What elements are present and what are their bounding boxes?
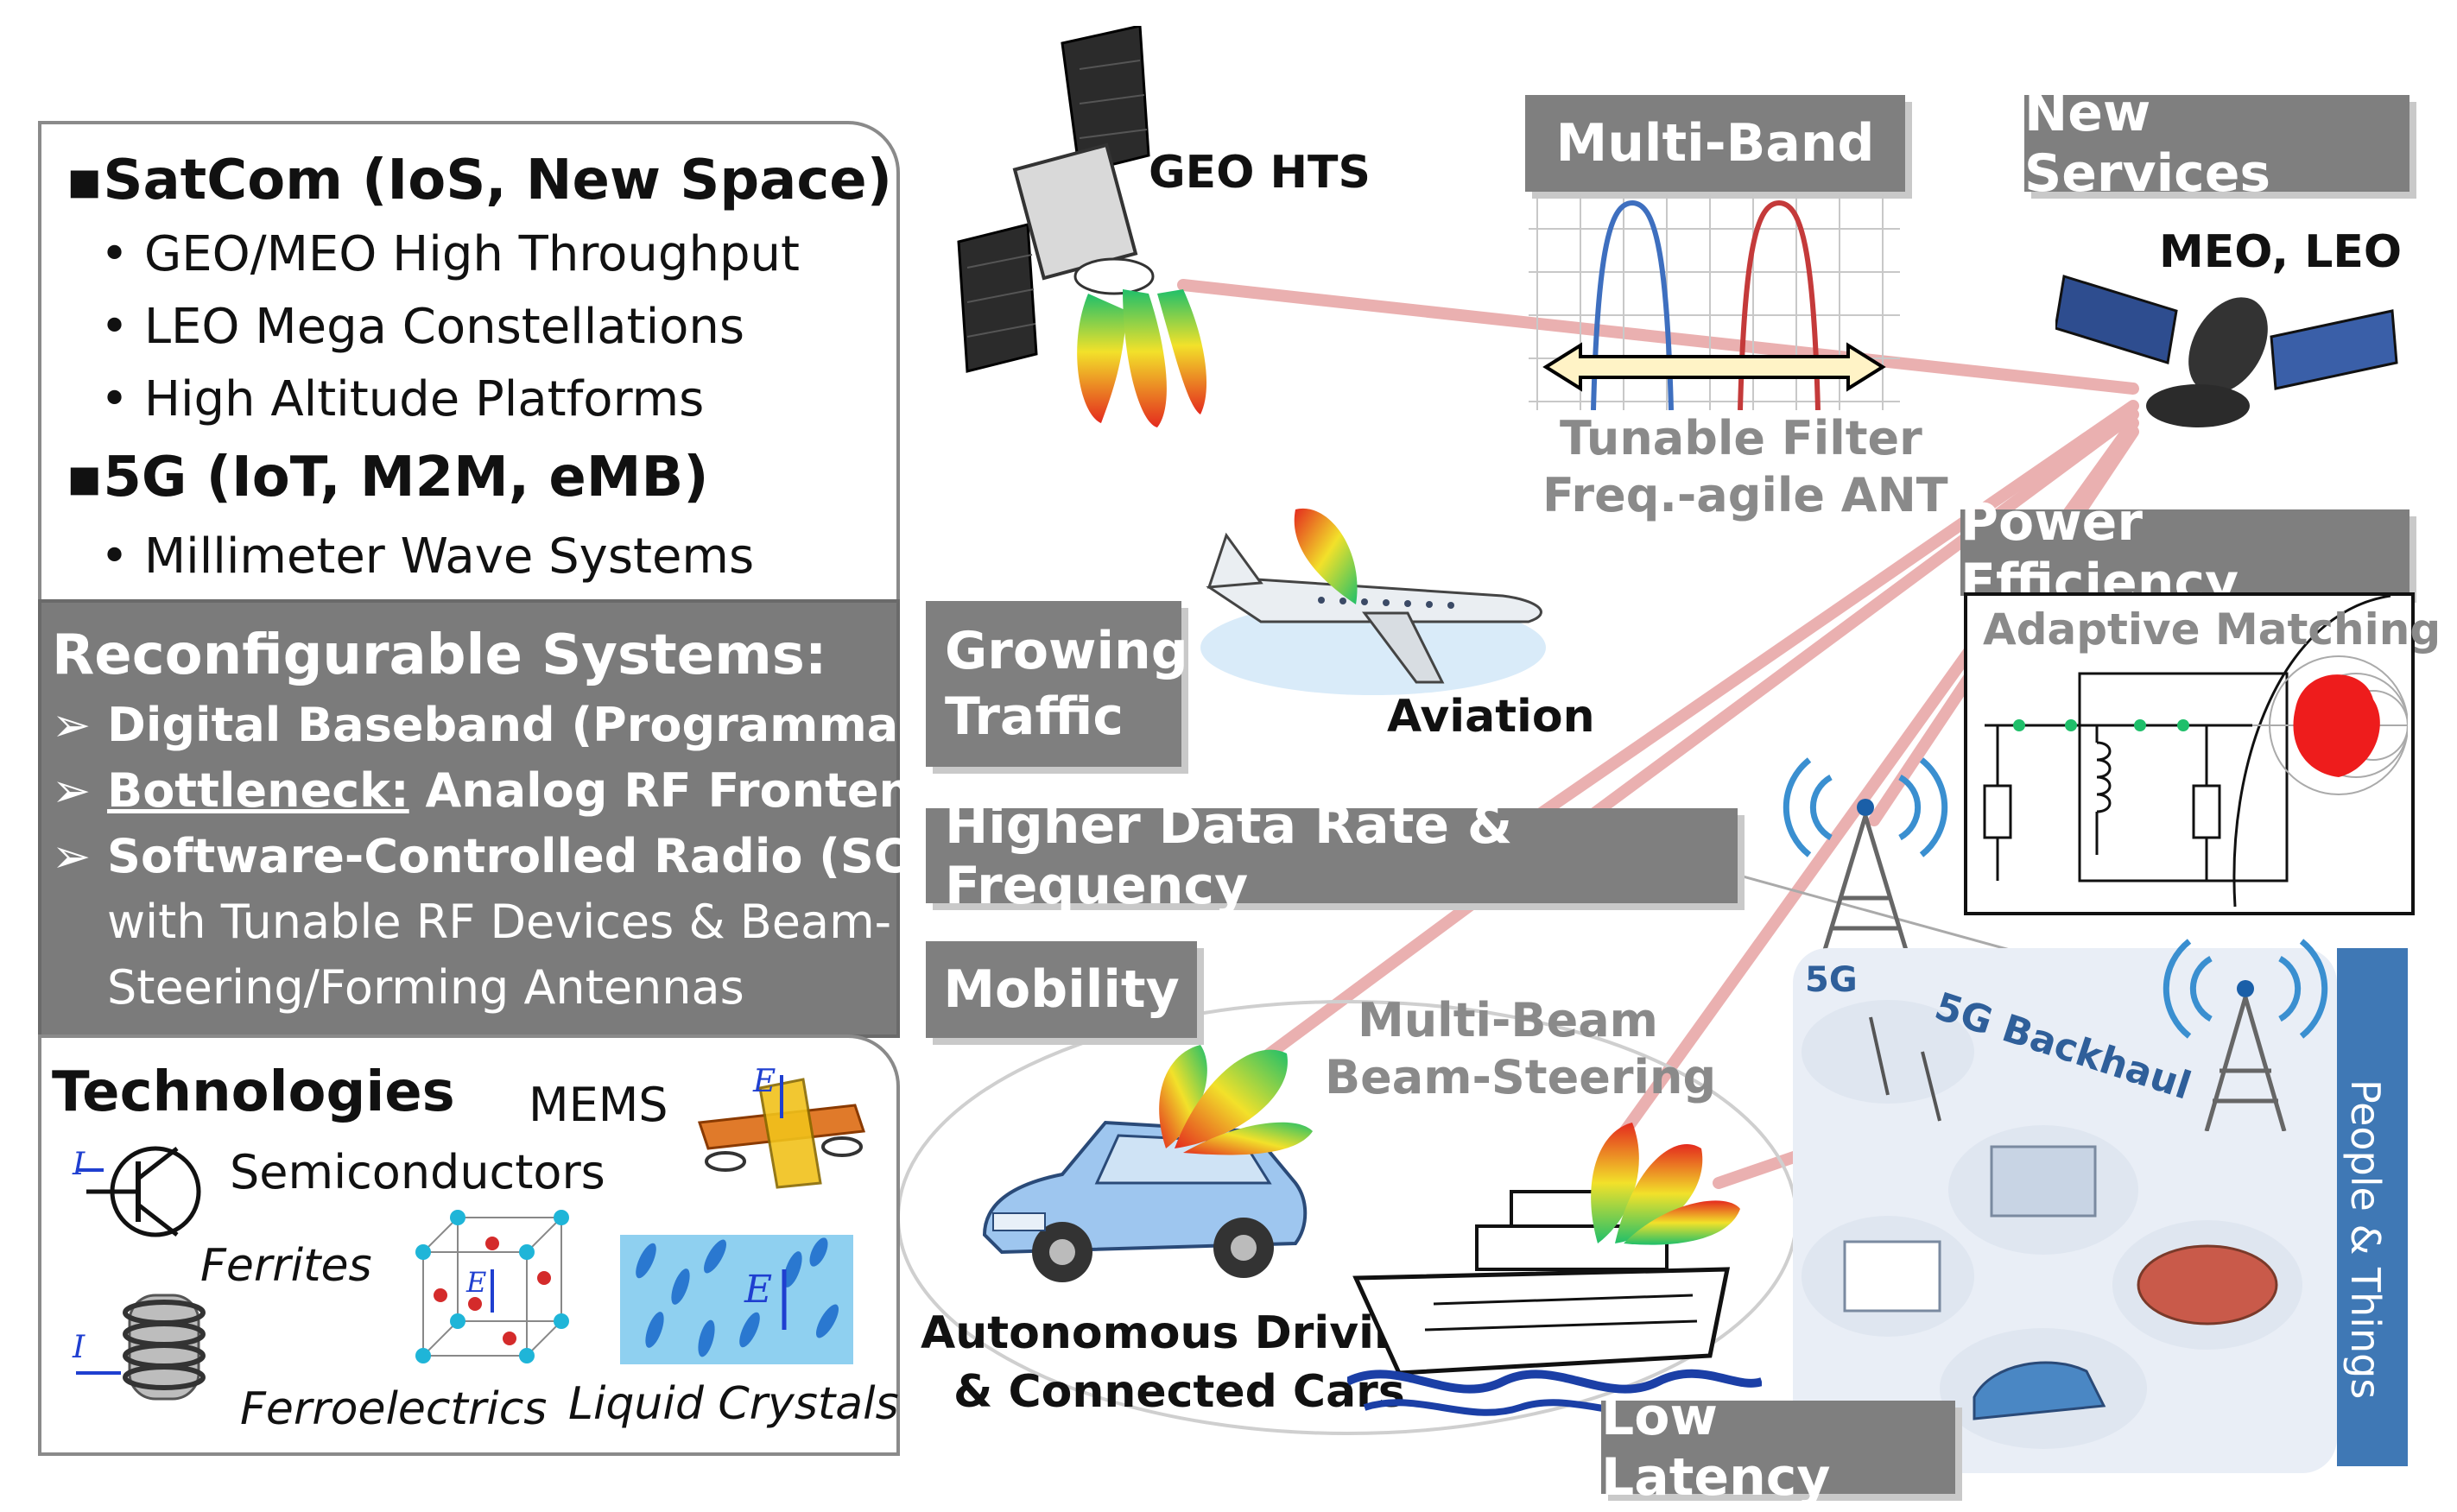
aviation-beam-pattern (1294, 508, 1358, 604)
people-things-label: People & Things (2342, 1079, 2389, 1400)
geo-beam-pattern (1077, 289, 1207, 427)
reconfigurable-item-2: ➢ Bottleneck: Analog RF Frontend (52, 763, 946, 818)
car-beam-pattern (1159, 1045, 1313, 1155)
meo-leo-satellite-icon (2055, 275, 2398, 427)
crystal-lattice-icon (415, 1210, 569, 1363)
new-services-box: New Services (2024, 83, 2410, 204)
autonomous-label-2: & Connected Cars (953, 1366, 1405, 1418)
efield-symbol-lc: E (744, 1268, 773, 1312)
satcom-item-2: • LEO Mega Constellations (100, 299, 745, 355)
geo-satellite-icon (957, 26, 1155, 373)
fiveg-heading: ▪5G (IoT, M2M, eMB) (66, 446, 709, 509)
mems-label: MEMS (529, 1078, 668, 1132)
growing-traffic-line2: Traffic (945, 686, 1124, 747)
cell-tower-icon-2 (2163, 939, 2328, 1131)
people-things-band (2337, 948, 2408, 1466)
adaptive-matching-label: Adaptive Matching (1983, 604, 2441, 655)
ferroelectrics-label: Ferroelectrics (240, 1383, 548, 1435)
semiconductors-label: Semiconductors (230, 1145, 605, 1199)
aviation-label: Aviation (1387, 691, 1595, 743)
multi-band-box: Multi-Band (1525, 95, 1905, 192)
meo-leo-label: MEO, LEO (2159, 226, 2403, 278)
ship-beam-pattern (1591, 1123, 1740, 1245)
current-symbol-1: I (73, 1147, 85, 1182)
reconfigurable-item-3-line2: with Tunable RF Devices & Beam- (107, 895, 892, 949)
reconfigurable-heading: Reconfigurable Systems: (52, 623, 827, 687)
satcom-item-3: • High Altitude Platforms (100, 371, 705, 427)
satcom-heading: ▪SatCom (IoS, New Space) (66, 149, 892, 212)
higher-data-rate-box: Higher Data Rate & Frequency (926, 795, 1738, 916)
airplane-icon (1200, 532, 1546, 695)
ferrite-coil-icon (76, 1294, 206, 1401)
car-icon (982, 1120, 1308, 1282)
cruise-ship-icon (1347, 1190, 1762, 1416)
tunable-filter-label: Tunable Filter (1560, 411, 1922, 465)
fiveg-item-1: • Millimeter Wave Systems (100, 528, 755, 585)
growing-traffic-box: Growing Traffic (926, 601, 1188, 767)
liquid-crystal-icon (620, 1235, 853, 1364)
technologies-heading: Technologies (52, 1060, 455, 1124)
multi-beam-label: Multi-Beam (1358, 993, 1658, 1047)
efield-symbol-crystal: E (466, 1266, 487, 1299)
mobility-box: Mobility (926, 941, 1197, 1038)
tunable-filter-plot (1529, 194, 1900, 410)
freq-agile-label: Freq.-agile ANT (1542, 468, 1948, 522)
link-meo-to-aviation (1462, 400, 2139, 870)
cell-tower-icon-1 (1783, 757, 1948, 958)
ferrites-label: Ferrites (200, 1240, 372, 1292)
power-efficiency-box: Power Efficiency (1960, 492, 2410, 613)
efield-symbol-mems: E (753, 1064, 776, 1099)
5g-city-illustration (1802, 1000, 2302, 1449)
geo-hts-label: GEO HTS (1149, 147, 1371, 199)
current-symbol-2: I (73, 1330, 85, 1365)
transistor-icon (76, 1146, 201, 1237)
reconfigurable-item-3: ➢ Software-Controlled Radio (SCR) (52, 829, 966, 883)
link-geo-to-meo (1177, 279, 2139, 395)
growing-traffic-line1: Growing (945, 621, 1188, 681)
satcom-item-1: • GEO/MEO High Throughput (100, 226, 800, 282)
reconfigurable-item-1: ➢ Digital Baseband (Programmable) (52, 698, 1001, 752)
liquid-crystals-label: Liquid Crystals (568, 1378, 899, 1430)
beam-steering-label: Beam-Steering (1325, 1050, 1717, 1104)
reconfigurable-item-3-line3: Steering/Forming Antennas (107, 960, 744, 1015)
satcom-5g-panel (38, 121, 900, 603)
autonomous-label-1: Autonomous Driving (921, 1307, 1439, 1359)
5g-small-label: 5G (1805, 960, 1858, 1000)
low-latency-box: Low Latency (1601, 1387, 1955, 1508)
adaptive-matching-circuit (1983, 596, 2408, 908)
mems-icon (697, 1075, 866, 1189)
reconfigurable-panel (38, 599, 900, 1038)
